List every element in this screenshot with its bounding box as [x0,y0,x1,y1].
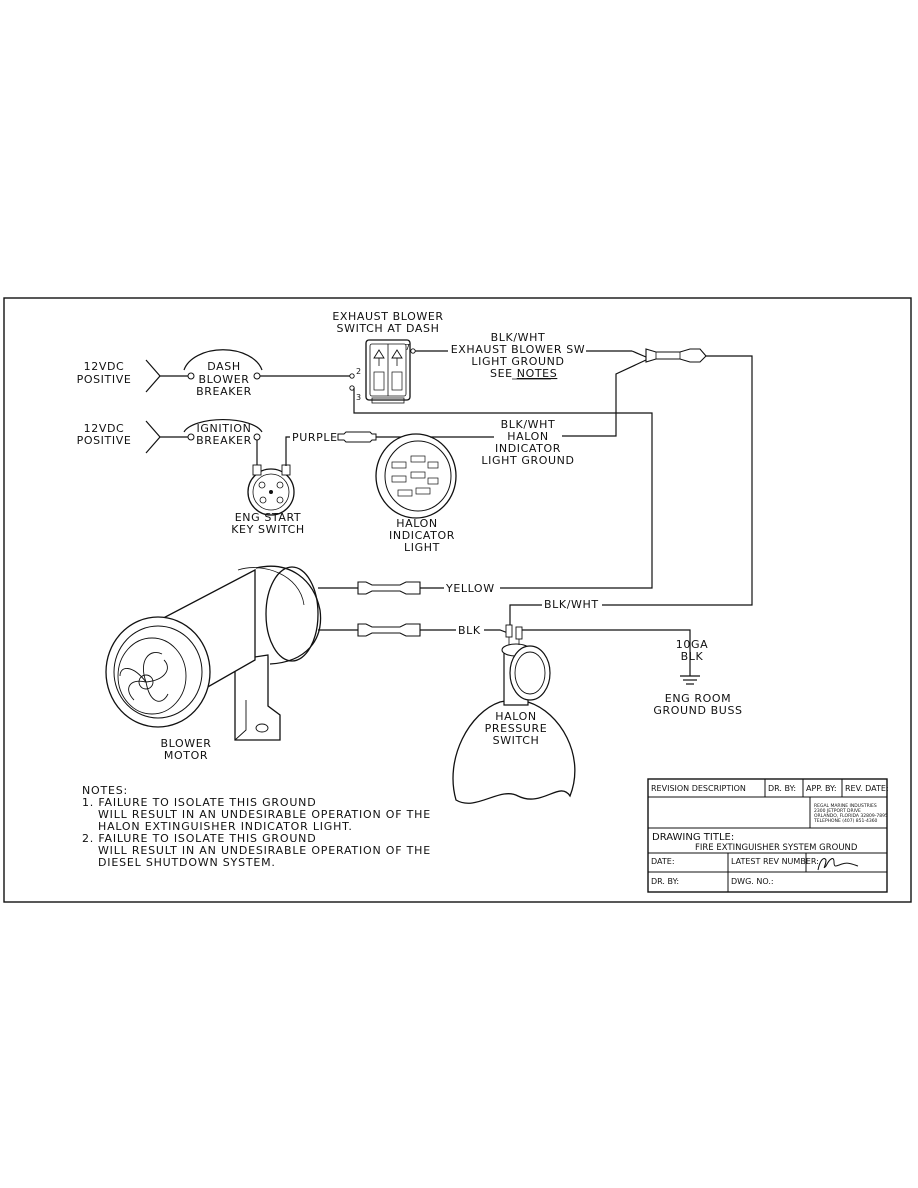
drawing-border [3,297,912,903]
terminal-7: 7 [405,343,410,352]
supply-bottom-arrow [145,420,188,454]
tb-dr-by-2: DR. BY: [651,877,679,886]
blower-motor-line1: BLOWER [160,737,211,750]
tb-company-2: 2300 JETPORT DRIVE [814,808,861,814]
note-1-line3: HALON EXTINGUISHER INDICATOR LIGHT. [98,820,353,833]
blk-connector [357,623,421,637]
tb-company-4: TELEPHONE (407) 851-4360 [813,818,878,824]
halon-indicator-light [375,433,457,519]
key-switch-line2: KEY SWITCH [231,523,305,536]
dash-breaker-line1: DASH [207,360,240,373]
halon-ground-line3: INDICATOR [495,442,561,455]
wire-halon-light-ground [562,359,647,437]
exhaust-switch-line1: EXHAUST BLOWER [332,310,443,323]
halon-light-line3: LIGHT [404,541,440,554]
supply-top-line1: 12VDC [84,360,125,373]
exhaust-ground-line2: EXHAUST BLOWER SW [451,343,586,356]
ground-wire-line1: 10GA [676,638,708,651]
signature [817,857,859,871]
dash-breaker-line3: BREAKER [196,385,252,398]
eng-start-key-switch [247,464,295,516]
note-1-line2: WILL RESULT IN AN UNDESIRABLE OPERATION … [98,808,431,821]
wire-to-ground [520,629,691,662]
exhaust-ground-line4: SEE NOTES [490,367,557,380]
ground-connector-top [645,348,707,363]
tb-app-by: APP. BY: [806,784,837,793]
notes-heading: NOTES: [82,784,128,797]
halon-pressure-switch [452,624,576,804]
exhaust-switch-line2: SWITCH AT DASH [337,322,440,335]
tb-company-1: REGAL MARINE INDUSTRIES [814,803,877,809]
tb-drawing-title-label: DRAWING TITLE: [652,832,734,843]
terminal-2-dot [349,373,355,379]
terminal-3: 3 [356,393,361,402]
ground-symbol [680,662,700,685]
dash-breaker-line2: BLOWER [198,373,249,386]
yellow-label: YELLOW [445,582,495,595]
note-1-line1: 1. FAILURE TO ISOLATE THIS GROUND [82,796,316,809]
pressure-switch-line3: SWITCH [493,734,540,747]
blk-label: BLK [458,624,481,637]
tb-company-3: ORLANDO, FLORIDA 32809-7895 [814,813,888,819]
halon-ground-line4: LIGHT GROUND [481,454,574,467]
terminal-7-dot [410,348,416,354]
halon-ground-line2: HALON [507,430,548,443]
terminal-2: 2 [356,367,361,376]
exhaust-ground-line3: LIGHT GROUND [471,355,564,368]
tb-revision-description: REVISION DESCRIPTION [651,784,746,793]
pressure-switch-line1: HALON [495,710,536,723]
purple-connector [337,431,377,443]
supply-top-line2: POSITIVE [77,373,132,386]
ground-buss-line2: GROUND BUSS [653,704,742,717]
title-block [647,778,888,893]
pressure-switch-line2: PRESSURE [485,722,548,735]
tb-drawing-title: FIRE EXTINGUISHER SYSTEM GROUND [695,843,858,853]
wire-blkwht-left [509,604,542,629]
ignition-breaker-line2: BREAKER [196,434,252,447]
notes-block: NOTES: 1. FAILURE TO ISOLATE THIS GROUND… [82,784,431,869]
note-2-line2: WILL RESULT IN AN UNDESIRABLE OPERATION … [98,844,431,857]
exhaust-ground-line1: BLK/WHT [491,331,546,344]
key-switch-line1: ENG START [235,511,302,524]
tb-dr-by: DR. BY: [768,784,796,793]
note-2-line3: DIESEL SHUTDOWN SYSTEM. [98,856,276,869]
blkwht-label: BLK/WHT [544,598,599,611]
note-2-line1: 2. FAILURE TO ISOLATE THIS GROUND [82,832,316,845]
wire-term7-to-connector [631,350,647,358]
tb-dwg-no: DWG. NO.: [731,877,774,886]
supply-top-arrow [145,359,188,393]
supply-bottom-line1: 12VDC [84,422,125,435]
wire-term3-yellow [353,388,653,589]
tb-latest-rev-number: LATEST REV NUMBER: [731,857,819,866]
tb-date: DATE: [651,857,675,866]
wire-blk-to-switch [484,629,509,634]
purple-label: PURPLE [292,431,338,444]
halon-ground-line1: BLK/WHT [501,418,556,431]
blower-motor [105,565,322,741]
supply-bottom-line2: POSITIVE [77,434,132,447]
wire-key-to-purple [285,436,290,466]
tb-rev-date: REV. DATE: [845,784,889,793]
ground-buss-line1: ENG ROOM [665,692,731,705]
exhaust-blower-switch [365,339,411,404]
halon-light-line1: HALON [396,517,437,530]
wire-blkwht-right [602,355,753,606]
yellow-connector [357,581,421,595]
halon-light-line2: INDICATOR [389,529,455,542]
ignition-breaker-line1: IGNITION [197,422,252,435]
ground-wire-line2: BLK [681,650,704,663]
blower-motor-line2: MOTOR [164,749,208,762]
dash-blower-breaker [183,349,263,380]
